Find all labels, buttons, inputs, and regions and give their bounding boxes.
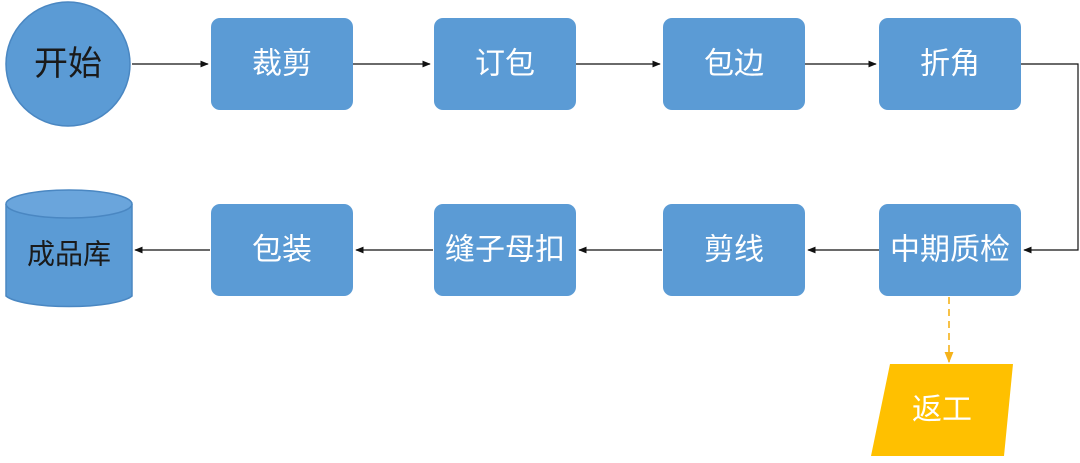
start-circle-shape <box>5 1 131 127</box>
sew-snap-box-shape <box>434 204 576 296</box>
rework-parallelogram-shape <box>871 364 1013 456</box>
node-packing-label: 包装 <box>252 233 312 268</box>
edge-wrap-box-shape <box>663 18 805 110</box>
node-trim-thread: 剪线 <box>663 204 805 296</box>
trim-thread-box-shape <box>663 204 805 296</box>
node-fold-corner-label: 折角 <box>920 47 980 82</box>
packing-box-shape <box>211 204 353 296</box>
node-trim-thread-label: 剪线 <box>704 233 764 268</box>
fold-corner-box-shape <box>879 18 1021 110</box>
node-start-label: 开始 <box>34 44 102 84</box>
warehouse-cylinder-top <box>5 189 133 219</box>
node-rework-label: 返工 <box>912 393 972 428</box>
warehouse-cylinder-body <box>5 204 133 308</box>
node-mid-inspection-label: 中期质检 <box>890 233 1010 268</box>
edges <box>132 60 1079 364</box>
node-bind-label: 订包 <box>475 47 535 82</box>
node-edge-wrap: 包边 <box>663 18 805 110</box>
node-edge-wrap-label: 包边 <box>704 47 764 82</box>
node-bind: 订包 <box>434 18 576 110</box>
node-start: 开始 <box>5 1 131 127</box>
node-rework: 返工 <box>871 364 1013 456</box>
node-mid-inspection: 中期质检 <box>879 204 1021 296</box>
node-sew-snap: 缝子母扣 <box>434 204 576 296</box>
edge-fold-corner-to-mid-inspection <box>1021 63 1079 254</box>
mid-inspection-box-shape <box>879 204 1021 296</box>
node-sew-snap-label: 缝子母扣 <box>445 233 565 268</box>
node-fold-corner: 折角 <box>879 18 1021 110</box>
node-cut-label: 裁剪 <box>252 47 312 82</box>
node-warehouse: 成品库 <box>5 189 133 308</box>
node-warehouse-label: 成品库 <box>27 238 111 271</box>
cut-box-shape <box>211 18 353 110</box>
node-cut: 裁剪 <box>211 18 353 110</box>
bind-box-shape <box>434 18 576 110</box>
node-packing: 包装 <box>211 204 353 296</box>
